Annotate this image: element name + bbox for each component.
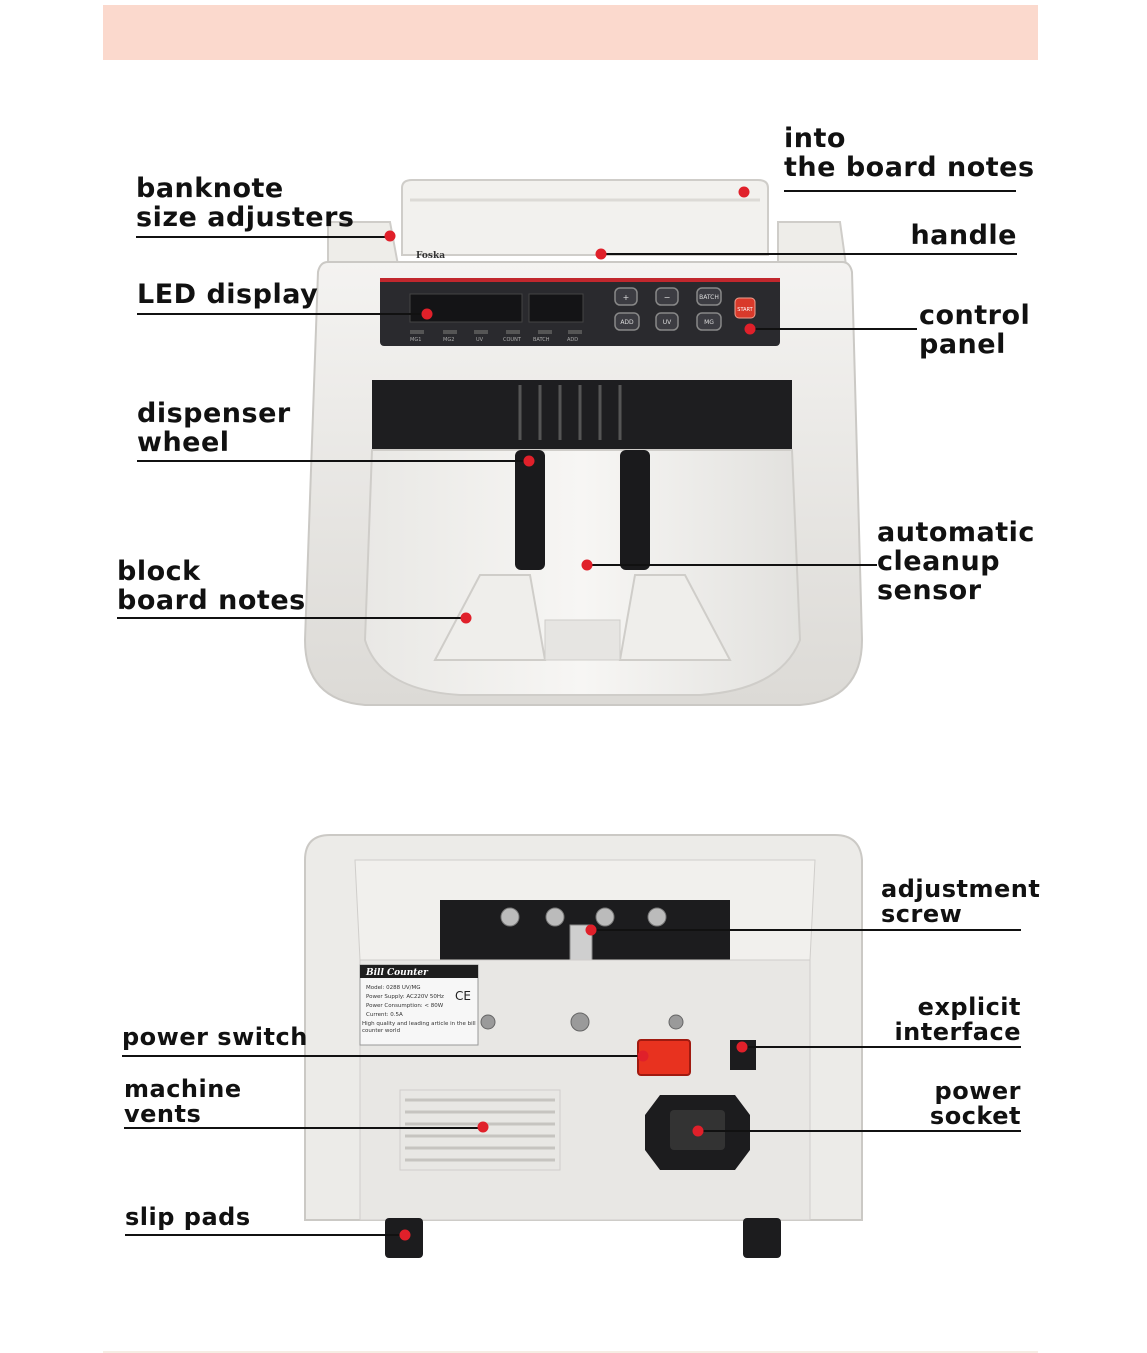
callout-dot: [523, 455, 535, 467]
minus-button-label: −: [664, 293, 671, 302]
leader-line: [742, 1046, 1021, 1048]
leader-line: [136, 236, 390, 238]
callout-cleanup-sensor: automatic cleanup sensor: [877, 517, 1035, 606]
leader-line: [137, 313, 427, 315]
nameplate: [359, 964, 479, 1046]
indicator-label: COUNT: [503, 337, 522, 343]
indicator-label: ADD: [567, 337, 578, 343]
callout-dot: [595, 248, 607, 260]
uv-button-label: UV: [663, 319, 672, 326]
nameplate-line: Model: 0288 UV/MG: [366, 985, 421, 991]
callout-dot: [585, 924, 597, 936]
callout-dot: [421, 308, 433, 320]
callout-handle: handle: [910, 220, 1017, 251]
front-view: MG1 MG2 UV COUNT BATCH ADD + − BATCH ADD…: [303, 179, 864, 706]
nameplate-line: Power Consumption: < 80W: [366, 1003, 444, 1009]
callout-dot: [581, 559, 593, 571]
callout-dot: [744, 323, 756, 335]
callout-power-switch: power switch: [122, 1023, 308, 1051]
callout-dot: [637, 1050, 649, 1062]
callout-block-board: block board notes: [117, 556, 306, 616]
nameplate-footer: High quality and leading article in the …: [362, 1021, 476, 1034]
callout-dispenser-wheel: dispenser wheel: [137, 398, 291, 458]
leader-line: [750, 328, 917, 330]
callout-dot: [692, 1125, 704, 1137]
callout-dot: [460, 612, 472, 624]
callout-explicit-interface: explicit interface: [894, 993, 1021, 1046]
leader-line: [600, 253, 1017, 255]
callout-led-display: LED display: [137, 279, 319, 310]
ce-mark: CE: [455, 989, 471, 1003]
add-button-label: ADD: [620, 319, 634, 326]
leader-line: [125, 1234, 405, 1236]
leader-line: [698, 1130, 1021, 1132]
brand-logo: Foska: [416, 251, 445, 261]
start-button-label: START: [737, 307, 753, 313]
leader-line: [137, 460, 529, 462]
callout-dot: [736, 1041, 748, 1053]
mg-button-label: MG: [704, 319, 714, 326]
batch-button-label: BATCH: [699, 294, 719, 301]
indicator-label: BATCH: [533, 337, 550, 343]
plus-button-label: +: [623, 293, 630, 302]
callout-machine-vents: machine vents: [124, 1075, 242, 1128]
leader-line: [590, 929, 1021, 931]
indicator-label: MG1: [410, 337, 421, 343]
indicator-label: UV: [476, 337, 484, 343]
leader-line: [117, 617, 467, 619]
callout-size-adjusters: banknote size adjusters: [136, 173, 355, 233]
leader-line: [124, 1127, 484, 1129]
back-view: Bill Counter Model: 0288 UV/MG Power Sup…: [304, 834, 863, 1258]
callout-dot: [384, 230, 396, 242]
callout-control-panel: control panel: [919, 300, 1031, 360]
callout-into-board: into the board notes: [784, 123, 1035, 183]
nameplate-line: Power Supply: AC220V 50Hz: [366, 994, 444, 1000]
header-banner: [103, 5, 1038, 60]
nameplate-line: Current: 0.5A: [366, 1012, 403, 1018]
leader-line: [122, 1055, 642, 1057]
callout-dot: [738, 186, 750, 198]
leader-line: [585, 564, 877, 566]
nameplate-title: Bill Counter: [365, 968, 429, 978]
callout-slip-pads: slip pads: [125, 1203, 251, 1231]
handle-shape: [401, 179, 769, 256]
indicator-label: MG2: [443, 337, 454, 343]
callout-adjustment-screw: adjustment screw: [881, 875, 1041, 928]
leader-line: [784, 190, 1016, 192]
callout-dot: [477, 1121, 489, 1133]
footer-strip: [103, 1351, 1038, 1353]
callout-dot: [399, 1229, 411, 1241]
callout-power-socket: power socket: [929, 1077, 1021, 1130]
